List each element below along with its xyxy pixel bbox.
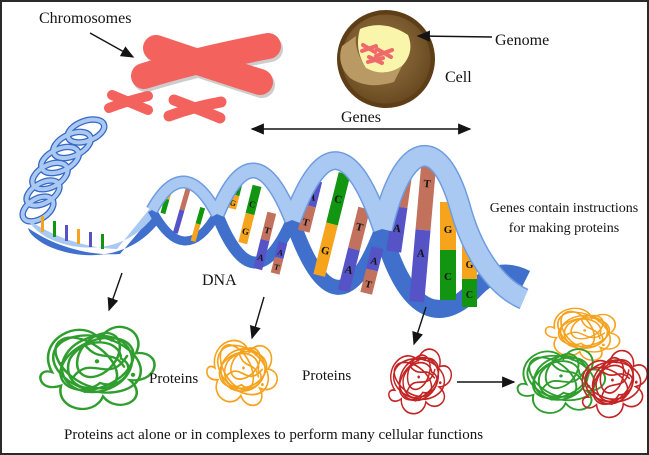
caption-text: Proteins act alone or in complexes to pe…: [64, 427, 483, 443]
chromosome-small-2: [163, 94, 227, 124]
dna-label: DNA: [202, 272, 237, 289]
proteins-left-label: Proteins: [149, 371, 198, 387]
base-letter: A: [392, 222, 402, 235]
base-letter: G: [229, 198, 237, 208]
base-letter: A: [343, 264, 354, 278]
base-letter: T: [354, 221, 365, 235]
genome-arrow: [416, 30, 493, 42]
dna-helix: C G C G T A A T A T: [146, 144, 531, 318]
base-letter: T: [263, 225, 271, 236]
chromosomes-label: Chromosomes: [39, 10, 131, 27]
protein-complex: [516, 298, 647, 427]
base-letter: C: [466, 290, 473, 301]
dna-supercoil: [19, 116, 108, 225]
instructions-line1: Genes contain instructions: [490, 201, 639, 216]
protein-green: [39, 324, 156, 411]
instructions-line2: for making proteins: [509, 221, 619, 236]
base-letter: A: [256, 252, 265, 263]
base-pair-rung: T A: [253, 211, 277, 271]
chromosome-small-1: [104, 90, 153, 115]
dna-to-green-protein-arrow: [107, 272, 123, 312]
proteins-middle-label: Proteins: [302, 368, 351, 384]
base-letter: A: [276, 248, 284, 258]
base-letter: C: [248, 199, 257, 210]
base-letter: A: [369, 256, 379, 269]
chromosomes-group: [104, 33, 283, 124]
chromosomes-arrow: [89, 32, 135, 58]
base-pair-rung: C G: [238, 184, 262, 245]
protein-red: [382, 343, 457, 420]
base-letter: G: [466, 260, 474, 271]
base-pair-rung: T A: [409, 156, 437, 303]
base-letter: C: [333, 193, 344, 207]
dna-to-red-protein-arrow: [412, 306, 427, 346]
dna-to-orange-protein-arrow: [249, 296, 265, 340]
base-letter: T: [423, 178, 432, 191]
ribbon-topside: [26, 207, 156, 249]
base-pair-rung: A T: [270, 241, 288, 275]
genome-chromosomes: [360, 43, 394, 65]
free-base-ticks: [41, 216, 104, 249]
base-letter: T: [273, 262, 281, 272]
genes-label: Genes: [341, 109, 381, 126]
genome-label: Genome: [495, 32, 549, 49]
base-letter: C: [444, 271, 452, 283]
cell-group: [337, 10, 435, 108]
base-letter: G: [444, 224, 453, 236]
dna-unwound-ribbon: [26, 207, 160, 256]
protein-orange: [200, 330, 285, 416]
dna-strand-front: [146, 144, 529, 310]
cell-label: Cell: [445, 69, 472, 86]
arrows: [89, 30, 516, 388]
chromosome-large: [131, 33, 281, 95]
base-pair-rung: [190, 206, 206, 242]
base-pair-rung: [172, 187, 191, 234]
base-letter: G: [241, 226, 250, 237]
base-letter: T: [364, 279, 373, 291]
cell-cut-band: [340, 36, 402, 86]
base-letter: T: [301, 217, 310, 229]
base-letter: A: [416, 248, 425, 261]
base-letter: G: [320, 244, 332, 258]
base-pair-rung: G C: [440, 202, 456, 300]
base-pair-rung: A T: [360, 246, 384, 295]
base-pair-rung: C G: [313, 172, 351, 277]
proteins-group: [39, 298, 647, 427]
base-letter: A: [307, 192, 317, 205]
protein-complex-green: [516, 347, 607, 414]
base-pair-rung: T A: [337, 206, 370, 293]
